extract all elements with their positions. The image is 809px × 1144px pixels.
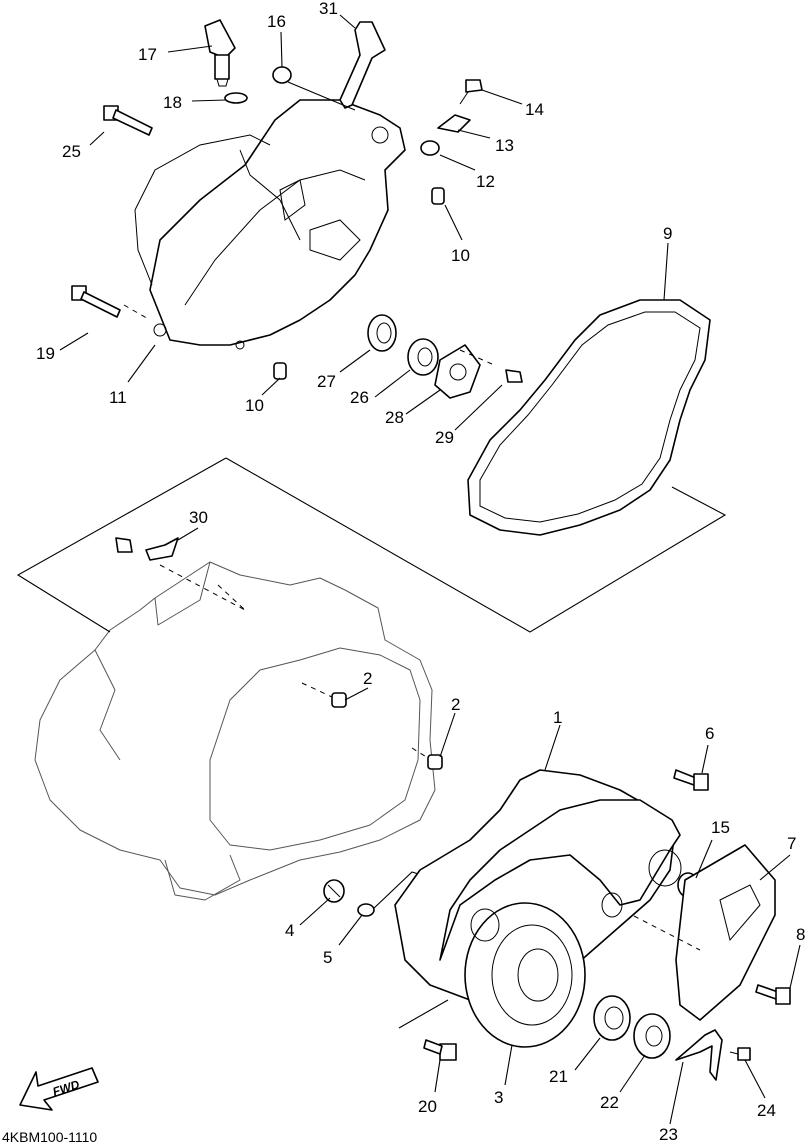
- cover-plate-window: [719, 884, 761, 942]
- callout-21: 21: [549, 1067, 568, 1086]
- callout-16: 16: [267, 12, 286, 31]
- callout-labels: 1 2 2 3 4 5 6 7 8 9 10 10 11 12 13 14 15…: [36, 0, 805, 1144]
- bracket: [339, 21, 386, 109]
- forward-arrow-icon: FWD: [19, 1067, 99, 1111]
- plug: [272, 66, 292, 84]
- oil-filler-cap: [204, 19, 236, 87]
- callout-24: 24: [757, 1101, 776, 1120]
- callout-26: 26: [350, 388, 369, 407]
- bolt: [71, 285, 121, 318]
- callout-29: 29: [435, 428, 454, 447]
- bolt: [459, 79, 483, 105]
- gasket-inner: [479, 311, 701, 523]
- callout-12: 12: [476, 172, 495, 191]
- retaining-plate: [434, 344, 481, 399]
- callout-23: 23: [659, 1125, 678, 1144]
- callout-11: 11: [109, 388, 127, 407]
- callout-5: 5: [323, 948, 332, 967]
- callout-31: 31: [319, 0, 338, 18]
- oil-seal: [367, 314, 397, 352]
- callout-1: 1: [553, 708, 562, 727]
- assembly-frame-lines: [16, 457, 727, 1029]
- callout-25: 25: [62, 142, 81, 161]
- oil-seal: [633, 1013, 671, 1059]
- bearing: [407, 338, 439, 376]
- callout-27: 27: [317, 372, 336, 391]
- cover-plate: [675, 844, 776, 1021]
- callout-22: 22: [600, 1093, 619, 1112]
- callout-13: 13: [495, 136, 514, 155]
- callout-10: 10: [451, 246, 470, 265]
- callout-17: 17: [138, 45, 157, 64]
- dowel-pin: [273, 362, 287, 380]
- callout-7: 7: [787, 834, 796, 853]
- o-ring: [224, 92, 248, 104]
- bearing: [593, 995, 631, 1041]
- dowel-pin: [431, 187, 445, 205]
- crankcase-cover-left: [134, 99, 406, 350]
- o-ring: [357, 903, 375, 917]
- engine-crankcase-outline: [34, 561, 436, 901]
- bolt: [103, 105, 153, 136]
- callout-6: 6: [705, 724, 714, 743]
- callout-19: 19: [36, 344, 55, 363]
- alignment-lines: [123, 304, 701, 951]
- dowel-pin: [331, 692, 347, 708]
- callout-8: 8: [796, 925, 805, 944]
- callout-2: 2: [363, 669, 372, 688]
- cap: [437, 114, 471, 133]
- callout-28: 28: [385, 408, 404, 427]
- callout-2: 2: [451, 695, 460, 714]
- oil-seal: [420, 140, 440, 156]
- crankcase-cover-right: [439, 799, 682, 1048]
- callout-20: 20: [418, 1097, 437, 1116]
- plug: [323, 879, 345, 903]
- callout-18: 18: [163, 93, 182, 112]
- callout-4: 4: [285, 921, 294, 940]
- retainer: [675, 1029, 723, 1081]
- callout-3: 3: [494, 1088, 503, 1107]
- callout-30: 30: [189, 508, 208, 527]
- dowel-pin: [427, 754, 443, 770]
- clamp: [115, 537, 179, 561]
- screw: [729, 1047, 751, 1061]
- callout-9: 9: [663, 224, 672, 243]
- callout-15: 15: [711, 818, 730, 837]
- bolt: [423, 1039, 457, 1061]
- gasket: [467, 299, 711, 536]
- bolt: [755, 984, 791, 1005]
- leader-lines: [59, 14, 801, 1125]
- diagram-code: 4KBM100-1110: [2, 1129, 97, 1144]
- callout-10: 10: [245, 396, 264, 415]
- bolt: [673, 769, 709, 791]
- callout-14: 14: [525, 100, 544, 119]
- screw: [505, 369, 523, 383]
